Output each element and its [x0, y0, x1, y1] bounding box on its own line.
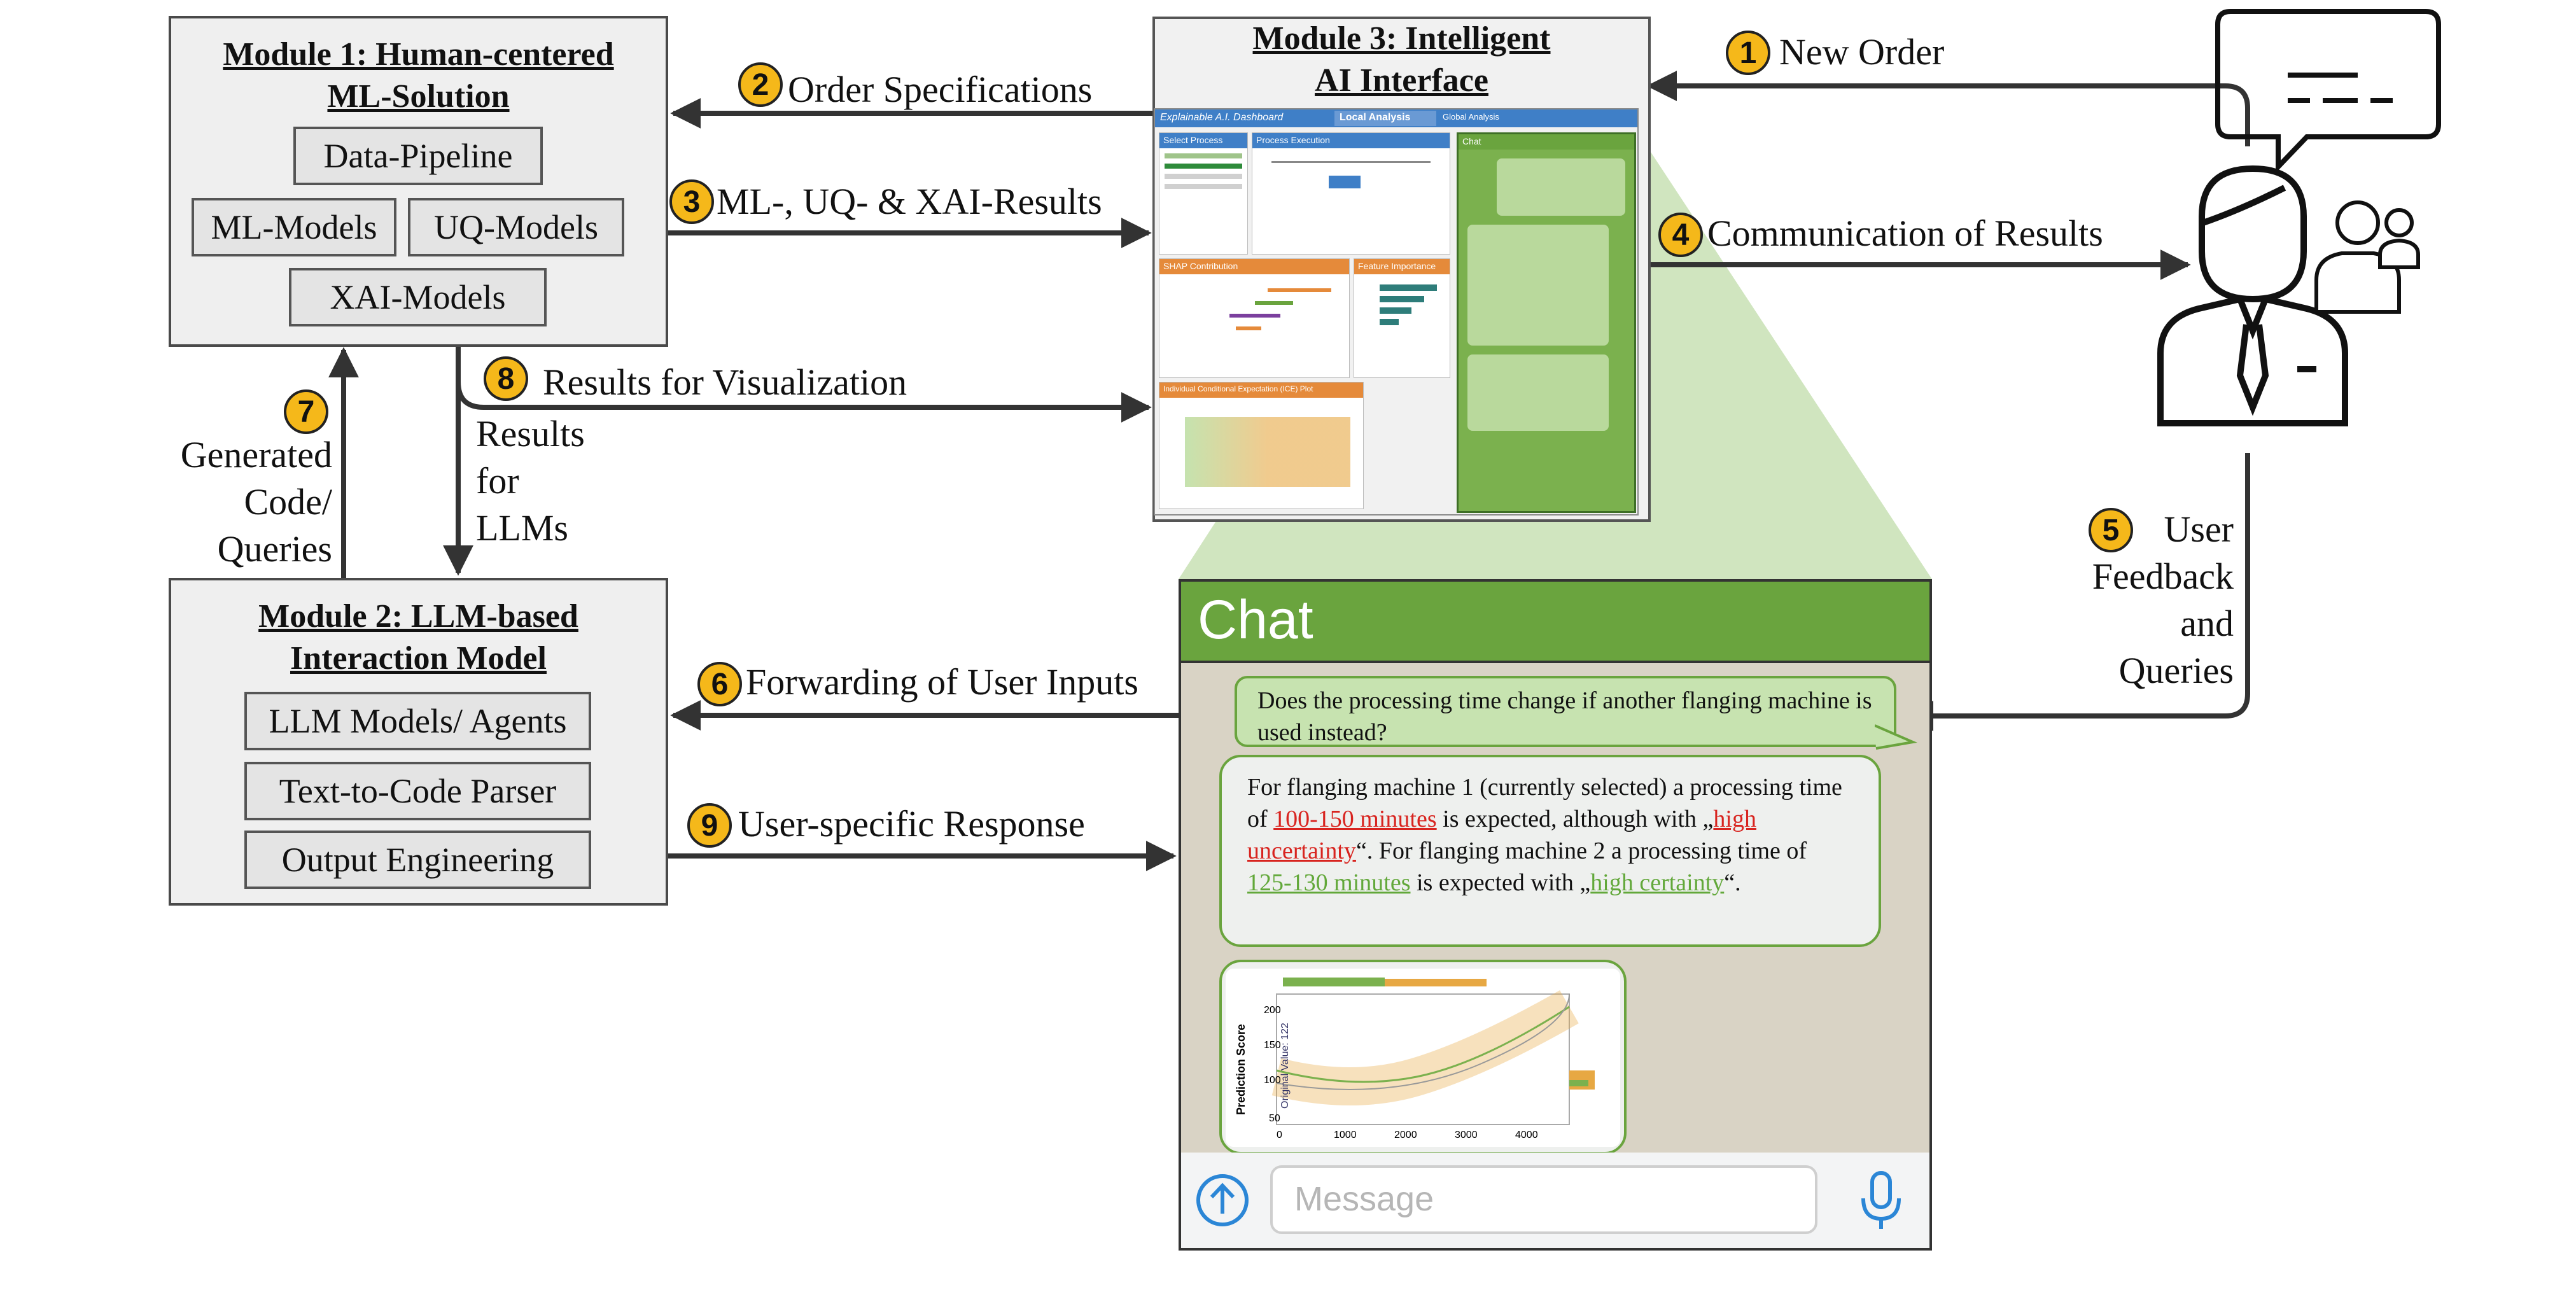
- data-pipeline-box: Data-Pipeline: [293, 127, 543, 185]
- badge-1: 1: [1726, 31, 1770, 75]
- arrow-results-visualization: [456, 347, 1152, 423]
- badge-9: 9: [687, 803, 732, 848]
- panel-shap-contribution: SHAP Contribution: [1159, 258, 1350, 378]
- llm-models-box: LLM Models/ Agents: [244, 692, 591, 750]
- ytick-200: 200: [1264, 1005, 1281, 1016]
- arrow-user-feedback: [1903, 453, 2250, 731]
- uq-models-box: UQ-Models: [408, 198, 624, 256]
- ice-chart: Prediction Score Original Value: 122 200…: [1226, 969, 1620, 1147]
- chat-panel: Chat Does the processing time change if …: [1179, 579, 1932, 1251]
- ytick-50: 50: [1269, 1113, 1280, 1124]
- module1-box: Module 1: Human-centered ML-Solution Dat…: [169, 16, 668, 347]
- microphone-icon[interactable]: [1856, 1169, 1907, 1233]
- ice-chart-annotation: Original Value: 122: [1280, 1023, 1291, 1109]
- xai-models-box: XAI-Models: [289, 268, 547, 326]
- ml-models-box: ML-Models: [192, 198, 396, 256]
- label-communication-of-results: Communication of Results: [1707, 213, 2103, 254]
- label-order-specifications: Order Specifications: [788, 69, 1093, 110]
- badge-8: 8: [484, 356, 528, 401]
- message-bar: Message: [1181, 1153, 1929, 1248]
- ytick-150: 150: [1264, 1040, 1281, 1051]
- label-generated-code-queries: Generated Code/ Queries: [180, 434, 332, 570]
- label-forwarding-user-inputs: Forwarding of User Inputs: [746, 661, 1138, 703]
- tab-local-analysis[interactable]: Local Analysis: [1334, 111, 1436, 126]
- label-user-feedback-queries: User Feedback and Queries: [2092, 508, 2234, 691]
- ytick-100: 100: [1264, 1075, 1281, 1086]
- label-new-order: New Order: [1779, 31, 1945, 73]
- module2-box: Module 2: LLM-based Interaction Model LL…: [169, 578, 668, 906]
- badge-2: 2: [738, 62, 783, 107]
- ice-chart-ylabel: Prediction Score: [1235, 1024, 1247, 1115]
- label-ml-uq-xai-results: ML-, UQ- & XAI-Results: [717, 181, 1102, 222]
- badge-5: 5: [2089, 508, 2133, 552]
- panel-feature-importance: Feature Importance: [1354, 258, 1450, 378]
- module1-title: Module 1: Human-centered ML-Solution: [223, 36, 614, 115]
- upload-arrow-icon[interactable]: [1194, 1172, 1251, 1229]
- certainty-label-2: high certainty: [1590, 869, 1725, 896]
- chart-reply-bubble: Prediction Score Original Value: 122 200…: [1219, 960, 1627, 1154]
- tab-global-analysis[interactable]: Global Analysis: [1443, 112, 1499, 122]
- assistant-reply-bubble: For flanging machine 1 (currently select…: [1219, 755, 1881, 947]
- uncertainty-label-1: high uncertainty: [1247, 806, 1756, 864]
- tab-explainable-dashboard[interactable]: Explainable A.I. Dashboard: [1160, 112, 1284, 123]
- colleagues-icon: [2314, 200, 2420, 314]
- text-to-code-parser-box: Text-to-Code Parser: [244, 762, 591, 820]
- speech-bubble-icon: [2215, 9, 2441, 173]
- xtick-4000: 4000: [1515, 1130, 1538, 1140]
- duration-value-2: 125-130 minutes: [1247, 869, 1411, 896]
- badge-6: 6: [697, 662, 742, 706]
- module2-title: Module 2: LLM-based Interaction Model: [258, 598, 578, 677]
- duration-value-1: 100-150 minutes: [1273, 806, 1437, 832]
- xtick-1000: 1000: [1334, 1130, 1357, 1140]
- badge-7: 7: [284, 389, 328, 434]
- panel-ice-plot: Individual Conditional Expectation (ICE)…: [1159, 382, 1364, 509]
- label-results-visualization: Results for Visualization: [543, 361, 907, 403]
- businessman-icon: [2157, 165, 2348, 426]
- dashboard-tab-bar: Explainable A.I. Dashboard Local Analysi…: [1155, 109, 1637, 127]
- message-input[interactable]: Message: [1270, 1165, 1817, 1234]
- module3-title: Module 3: Intelligent AI Interface: [1252, 20, 1551, 99]
- badge-4: 4: [1658, 213, 1703, 257]
- xtick-3000: 3000: [1455, 1130, 1478, 1140]
- chat-header: Chat: [1181, 582, 1929, 663]
- output-engineering-box: Output Engineering: [244, 831, 591, 889]
- user-message-bubble: Does the processing time change if anoth…: [1235, 676, 1896, 747]
- badge-3: 3: [669, 179, 714, 224]
- xtick-2000: 2000: [1394, 1130, 1417, 1140]
- panel-chat-thumbnail: Chat: [1457, 132, 1636, 513]
- panel-process-execution: Process Execution: [1252, 132, 1450, 255]
- xai-dashboard-thumbnail: Explainable A.I. Dashboard Local Analysi…: [1154, 108, 1639, 515]
- xtick-0: 0: [1277, 1130, 1282, 1140]
- label-results-for-llms: Results for LLMs: [476, 413, 585, 549]
- label-user-specific-response: User-specific Response: [738, 803, 1085, 845]
- user-message-text: Does the processing time change if anoth…: [1257, 687, 1872, 746]
- user-bubble-tail: [1875, 724, 1917, 750]
- panel-select-process: Select Process: [1159, 132, 1248, 255]
- arrow-new-order: [1646, 71, 2250, 146]
